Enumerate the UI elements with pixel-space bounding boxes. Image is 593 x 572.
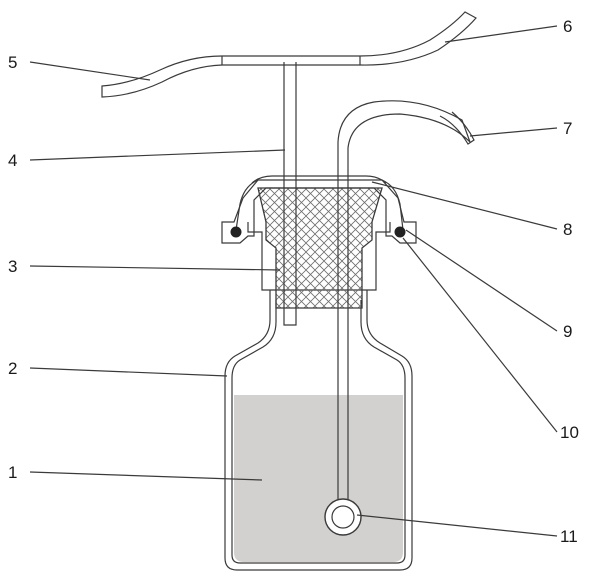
bottle-inner-wall bbox=[231, 300, 406, 564]
label-7: 7 bbox=[563, 119, 572, 138]
clamp-lever-right bbox=[381, 179, 404, 231]
float-ball-inner bbox=[331, 505, 355, 529]
bottle-body bbox=[224, 290, 413, 571]
label-11: 11 bbox=[560, 527, 578, 546]
label-1: 1 bbox=[8, 463, 17, 482]
leader-10 bbox=[402, 237, 558, 433]
long-tube bbox=[337, 100, 471, 500]
leader-2 bbox=[29, 367, 228, 377]
leader-6 bbox=[444, 25, 558, 43]
leader-1 bbox=[29, 471, 263, 481]
leader-5 bbox=[29, 61, 151, 81]
hose-outlet bbox=[439, 111, 475, 145]
hose-left bbox=[101, 55, 223, 98]
stopper bbox=[257, 187, 383, 309]
leader-7 bbox=[469, 127, 558, 137]
label-9: 9 bbox=[563, 322, 572, 341]
label-3: 3 bbox=[8, 257, 17, 276]
label-4: 4 bbox=[8, 151, 17, 170]
leader-4 bbox=[29, 149, 286, 161]
liquid bbox=[234, 395, 403, 562]
t-tube-horizontal bbox=[221, 55, 361, 66]
pivot-pin-left bbox=[230, 226, 242, 238]
pivot-pin-right bbox=[394, 226, 406, 238]
label-5: 5 bbox=[8, 53, 17, 72]
leader-9 bbox=[405, 229, 558, 332]
clamp-lever-left bbox=[235, 179, 259, 231]
t-tube-vertical bbox=[283, 62, 297, 326]
label-10: 10 bbox=[560, 423, 579, 442]
leader-11 bbox=[356, 514, 558, 537]
clamp-top-band bbox=[251, 175, 387, 184]
label-8: 8 bbox=[563, 220, 572, 239]
leader-8 bbox=[371, 181, 558, 230]
label-6: 6 bbox=[563, 17, 572, 36]
label-2: 2 bbox=[8, 359, 17, 378]
hose-right bbox=[359, 11, 477, 66]
leader-3 bbox=[29, 265, 281, 271]
